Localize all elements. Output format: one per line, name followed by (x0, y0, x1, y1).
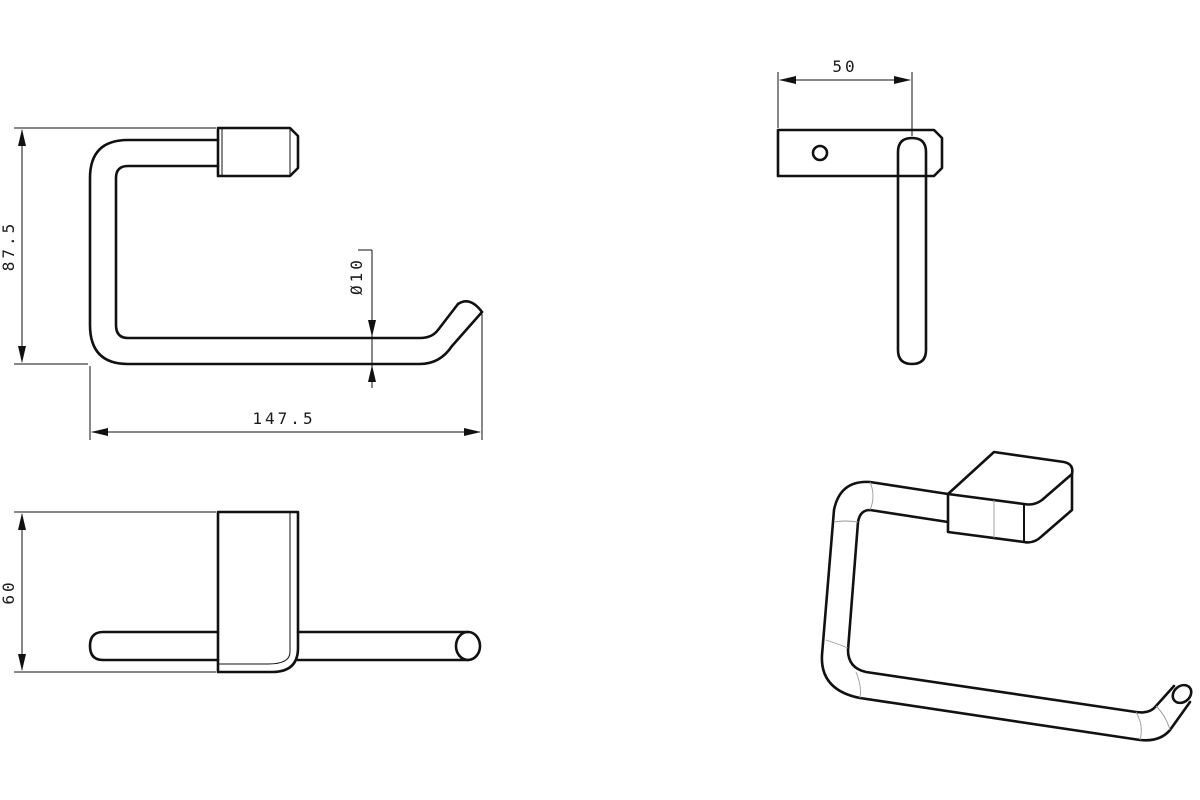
dim-depth-arrow-right (894, 76, 911, 84)
top-view-bar-end (454, 630, 482, 662)
iso-mount-front (946, 472, 1074, 544)
top-view-bar-right (296, 630, 470, 662)
dim-width: 147.5 (89, 314, 483, 440)
dim-diameter-label: Ø10 (347, 257, 366, 295)
top-view-mount (216, 510, 300, 674)
dim-height-label: 87.5 (0, 221, 18, 272)
side-view-mount-plate (776, 128, 944, 178)
front-view-mount-block (216, 126, 300, 178)
side-view (776, 128, 944, 366)
dim-height-arrow-bottom (18, 346, 26, 363)
top-view-mount-curve (218, 651, 291, 665)
side-view-screw-hole (811, 144, 829, 162)
dim-height-arrow-top (18, 129, 26, 146)
side-view-arm (896, 136, 928, 366)
iso-arm-inner (846, 508, 1176, 714)
top-view (88, 510, 482, 674)
iso-mount-top (946, 450, 1074, 506)
dim-diameter-arrow-bottom (368, 365, 376, 382)
dim-depth: 50 (777, 57, 913, 136)
front-view (88, 126, 484, 366)
isometric-view (820, 450, 1193, 742)
dim-depth-label: 50 (832, 57, 857, 76)
iso-arm-outer (820, 480, 1192, 742)
dim-height: 87.5 (0, 127, 216, 365)
front-view-arm-tip (456, 300, 484, 314)
dim-side-height-label: 60 (0, 579, 18, 604)
front-view-arm-inner (114, 164, 460, 340)
iso-arm-tip (1171, 683, 1193, 705)
iso-segment-lines (825, 481, 1171, 741)
dim-width-label: 147.5 (252, 409, 315, 428)
dim-width-arrow-right (464, 428, 481, 436)
front-view-arm-outer (88, 138, 484, 366)
dim-width-arrow-left (91, 428, 108, 436)
dim-side-height-arrow-bottom (18, 654, 26, 671)
top-view-bar (88, 630, 220, 662)
dim-side-height: 60 (0, 511, 216, 673)
dim-side-height-arrow-top (18, 513, 26, 530)
dim-depth-arrow-left (779, 76, 796, 84)
dim-diameter: Ø10 (347, 249, 376, 388)
dim-diameter-arrow-top (368, 320, 376, 337)
